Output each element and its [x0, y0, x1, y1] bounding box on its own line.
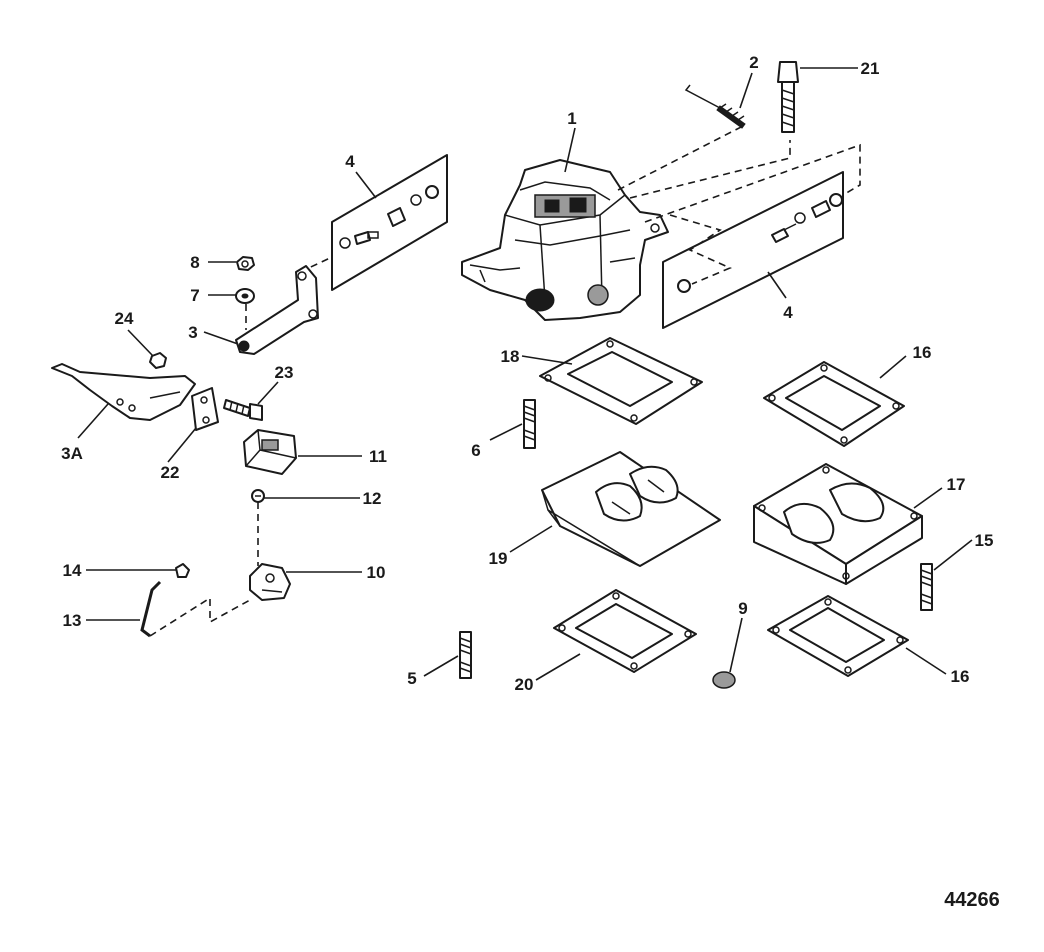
- callout-19: 19: [489, 549, 508, 568]
- plate-22: [191, 387, 219, 431]
- callout-8: 8: [190, 253, 199, 272]
- callout-18: 18: [501, 347, 520, 366]
- bracket-3a: [51, 363, 196, 421]
- gasket-18: [539, 337, 703, 425]
- gasket-20: [553, 589, 697, 673]
- callout-6: 6: [471, 441, 480, 460]
- hardware-kit-left: [331, 154, 448, 291]
- plug-9: [712, 671, 736, 689]
- callout-2: 2: [749, 53, 758, 72]
- callout-3: 3: [188, 323, 197, 342]
- switch-11: [243, 429, 297, 475]
- spacer-plate-19: [541, 451, 721, 567]
- callout-22: 22: [161, 463, 180, 482]
- figure-number: 44266: [944, 889, 1000, 911]
- callout-20: 20: [515, 675, 534, 694]
- nut-14: [175, 563, 190, 578]
- callout-12: 12: [363, 489, 382, 508]
- nut-24: [149, 352, 167, 369]
- callout-10: 10: [367, 563, 386, 582]
- washer-7: [235, 288, 255, 304]
- gasket-16-top: [763, 361, 905, 447]
- callout-14: 14: [63, 561, 82, 580]
- carburetor-bolt: [777, 61, 799, 133]
- bolt-23: [223, 399, 263, 421]
- callout-16-bottom: 16: [951, 667, 970, 686]
- callout-7: 7: [190, 286, 199, 305]
- throttle-spring: [684, 84, 746, 129]
- callout-13: 13: [63, 611, 82, 630]
- throttle-lever: [235, 265, 319, 355]
- screw-12: [251, 489, 265, 566]
- callout-3a: 3A: [61, 444, 83, 463]
- callout-21: 21: [861, 59, 880, 78]
- carburetor: [461, 159, 669, 321]
- callout-16-top: 16: [913, 343, 932, 362]
- callout-1: 1: [567, 109, 576, 128]
- callout-17: 17: [947, 475, 966, 494]
- hardware-kit-right: [662, 171, 844, 329]
- nut-8: [236, 256, 255, 271]
- callout-5: 5: [407, 669, 416, 688]
- callout-24: 24: [115, 309, 134, 328]
- gasket-16-bottom: [767, 595, 909, 677]
- callout-labels: 1 2 21 4 4 8 7 3 24 23 3A 22 11 12 14 10…: [61, 53, 993, 694]
- callout-4-left: 4: [345, 152, 355, 171]
- stud-5: [459, 631, 472, 679]
- bracket-10: [249, 563, 291, 601]
- callout-11: 11: [369, 447, 387, 466]
- leader-lines: [77, 67, 973, 681]
- callout-4-right: 4: [783, 303, 793, 322]
- callout-15: 15: [975, 531, 994, 550]
- callout-9: 9: [738, 599, 747, 618]
- stud-6: [523, 399, 536, 449]
- spacer-block-17: [753, 463, 923, 585]
- callout-23: 23: [275, 363, 294, 382]
- stud-15: [920, 563, 933, 611]
- link-rod-13: [140, 580, 251, 638]
